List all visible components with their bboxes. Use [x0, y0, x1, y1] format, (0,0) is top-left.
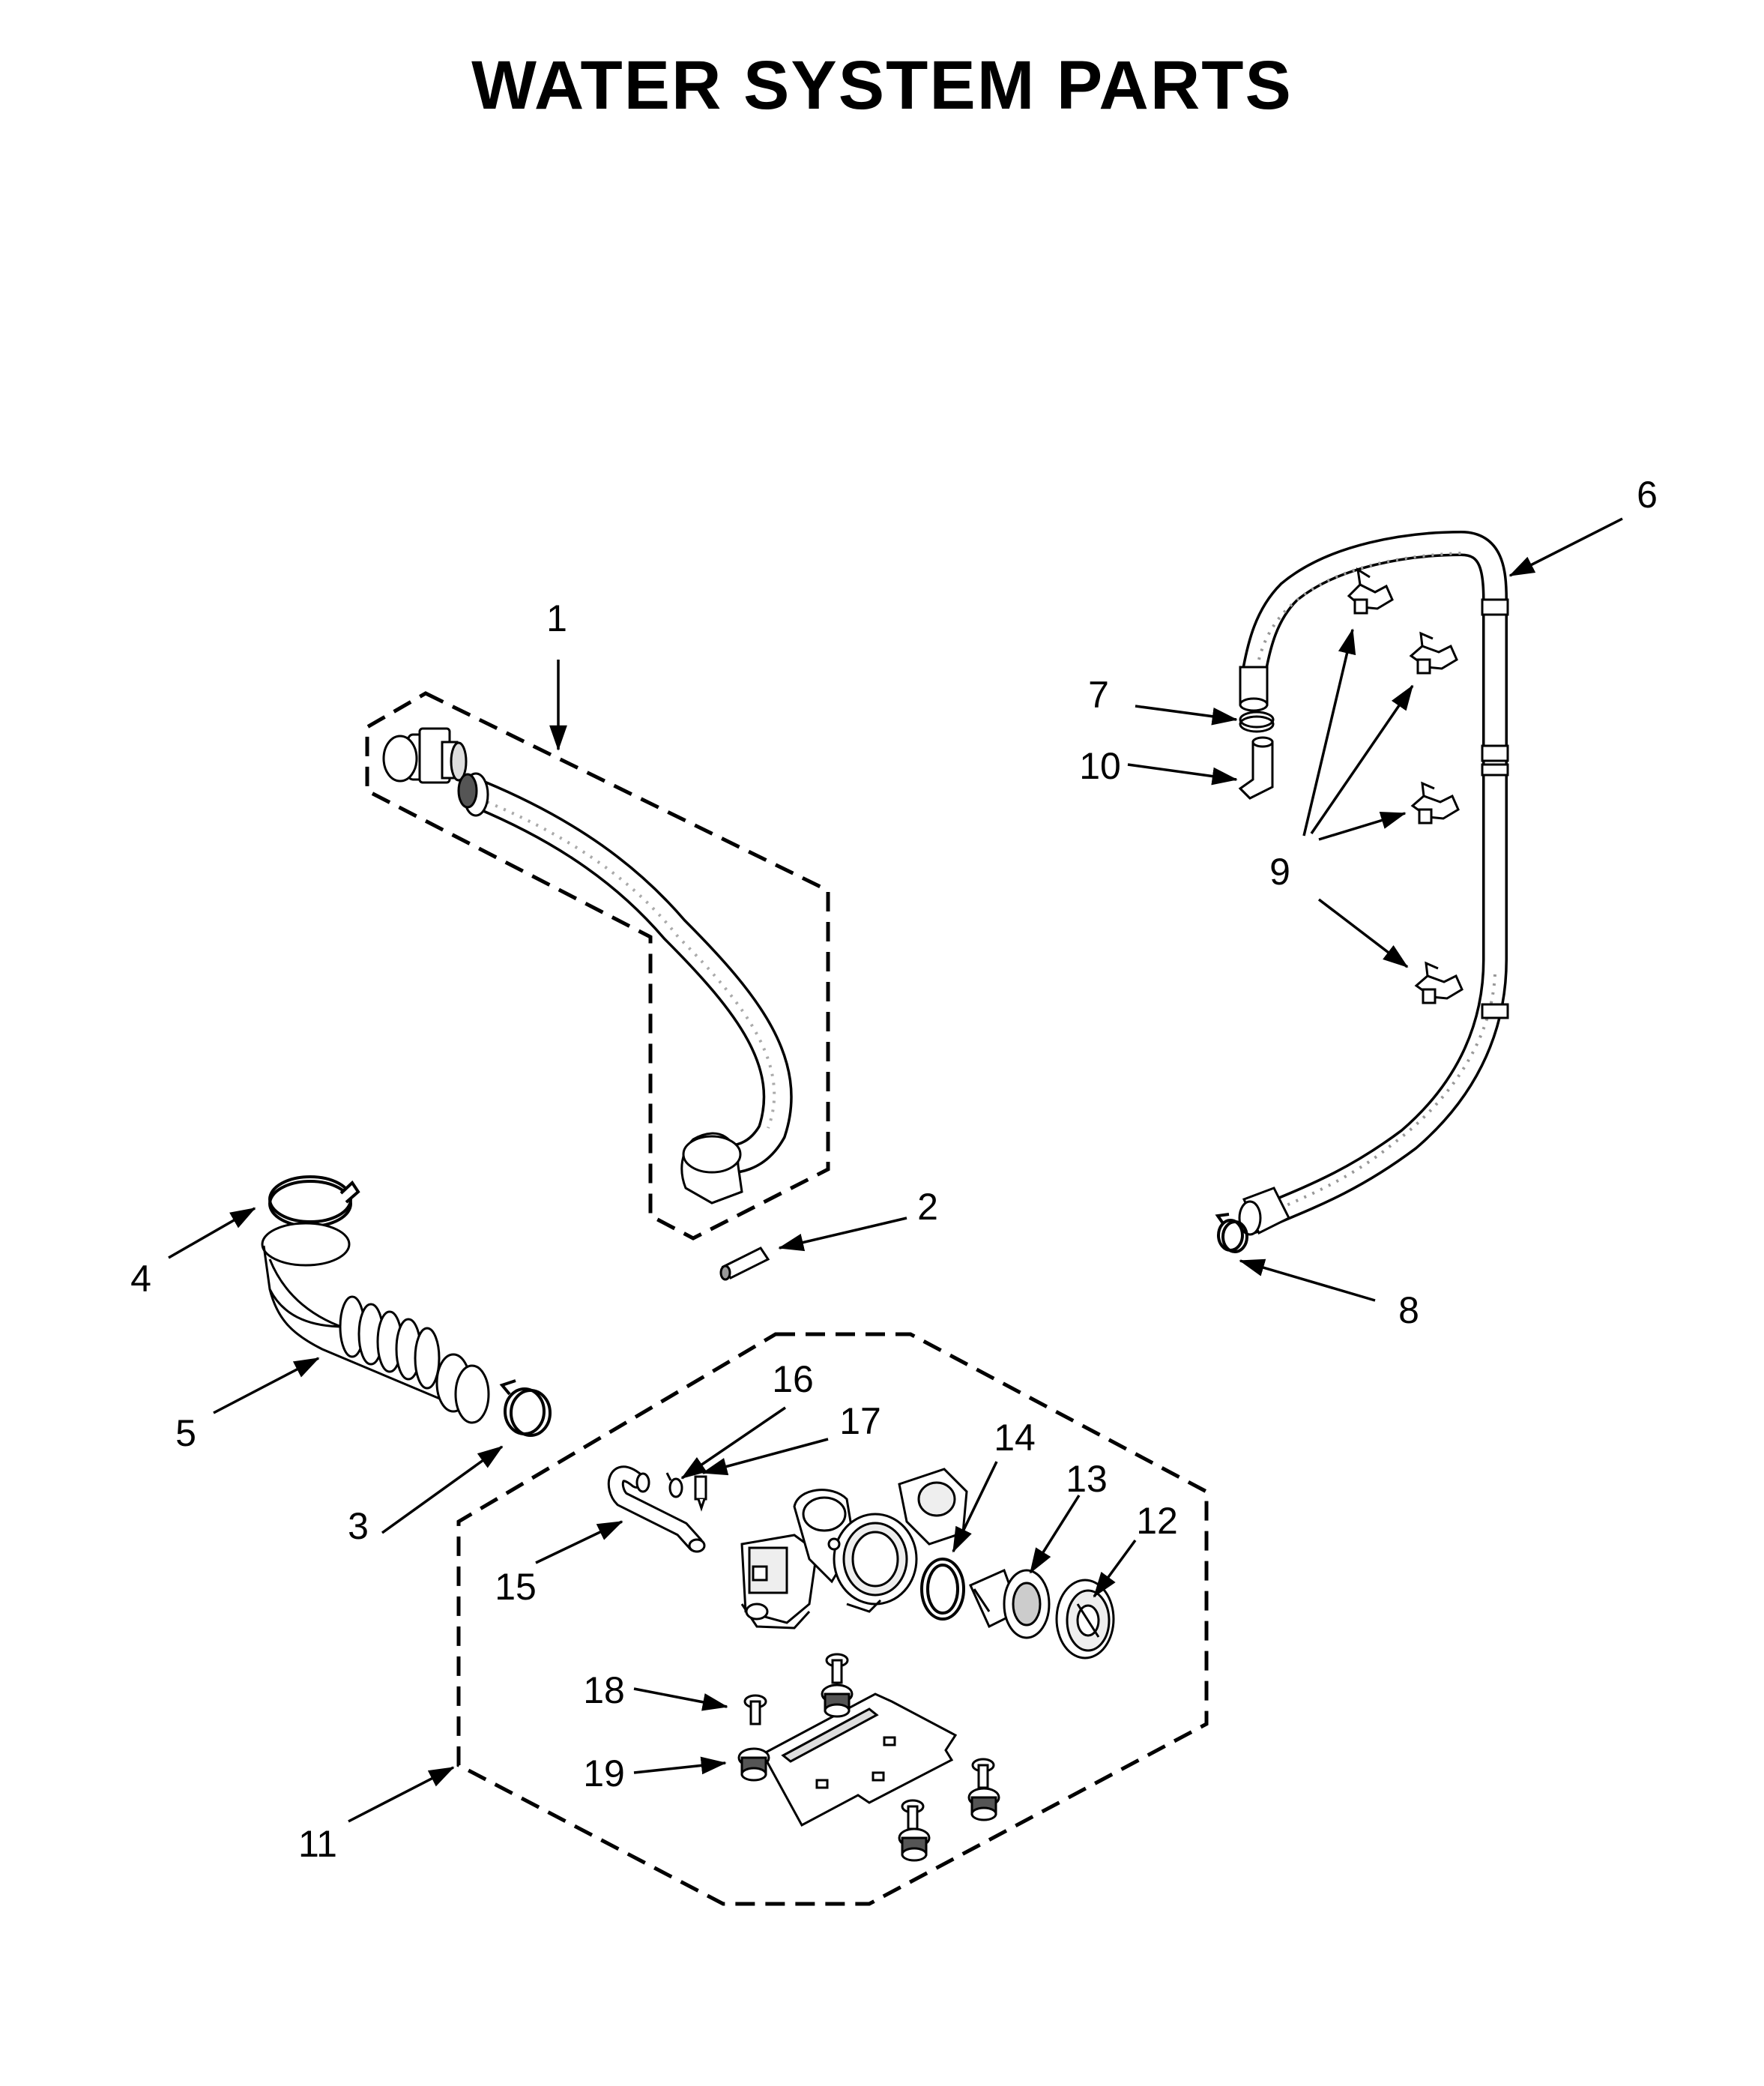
part-19-grommets — [737, 1683, 1000, 1862]
callout-5: 5 — [175, 1412, 196, 1454]
hose-end-clamp — [457, 772, 489, 817]
callout-17: 17 — [839, 1400, 881, 1442]
callout-2: 2 — [917, 1186, 938, 1228]
callout-8: 8 — [1398, 1289, 1419, 1331]
part-6-hose — [1238, 530, 1509, 1236]
arrow-17 — [701, 1438, 829, 1476]
arrow-8 — [1239, 1258, 1376, 1302]
callout-4: 4 — [130, 1258, 151, 1300]
arrow-14 — [952, 1461, 998, 1553]
arrow-16 — [680, 1406, 786, 1480]
fill-hose-upper-end — [1239, 666, 1269, 712]
part-15-small-hose — [607, 1465, 706, 1553]
arrow-9b — [1310, 684, 1414, 834]
arrow-2 — [778, 1217, 907, 1252]
callout-15: 15 — [495, 1566, 537, 1608]
part-4-clamp — [268, 1175, 360, 1228]
callout-19: 19 — [583, 1752, 625, 1794]
callout-18: 18 — [583, 1669, 625, 1711]
arrow-9c — [1318, 812, 1407, 841]
part-10-elbow-fitting — [1238, 736, 1274, 800]
drain-hose-assembly — [365, 691, 830, 1241]
part-8-clamp — [1215, 1213, 1248, 1253]
clip-1 — [1347, 567, 1394, 615]
callout-12: 12 — [1136, 1500, 1178, 1542]
arrow-10 — [1127, 763, 1238, 786]
screw-3 — [971, 1758, 995, 1789]
clip-3 — [1410, 781, 1460, 825]
arrow-11 — [348, 1766, 455, 1823]
group-11-dashed-outline — [456, 1332, 1209, 1906]
callout-13: 13 — [1066, 1458, 1108, 1500]
callout-10: 10 — [1079, 745, 1121, 787]
grommet-3 — [967, 1787, 1000, 1821]
arrow-5 — [213, 1357, 320, 1414]
callout-7: 7 — [1088, 674, 1109, 716]
part-14-o-ring — [920, 1558, 965, 1621]
part-2-pin — [719, 1247, 770, 1281]
part-16-clip — [665, 1472, 683, 1498]
part-17-bracket — [694, 1475, 707, 1512]
clip-4 — [1414, 961, 1464, 1004]
callout-3: 3 — [348, 1505, 369, 1547]
callout-9: 9 — [1269, 851, 1290, 893]
arrow-9d — [1317, 898, 1409, 968]
mounting-bracket — [761, 1692, 958, 1827]
callout-16: 16 — [772, 1358, 814, 1400]
arrow-13 — [1029, 1495, 1081, 1574]
callout-1: 1 — [546, 597, 567, 639]
grommet-2 — [821, 1683, 854, 1718]
arrow-18 — [633, 1687, 728, 1711]
arrow-15 — [535, 1520, 623, 1564]
arrow-3 — [381, 1445, 504, 1534]
fill-hose-lower-end — [1238, 1187, 1291, 1236]
arrow-7 — [1135, 705, 1238, 726]
callout-14: 14 — [994, 1417, 1036, 1459]
part-13-impeller — [969, 1568, 1051, 1639]
callout-6: 6 — [1637, 474, 1658, 516]
part-5-bellows-hose — [261, 1222, 490, 1424]
arrow-12 — [1093, 1539, 1137, 1598]
part-7-clamp — [1239, 711, 1275, 733]
arrow-4 — [168, 1207, 256, 1259]
group-1-dashed-outline — [365, 691, 830, 1241]
screw-1 — [743, 1694, 767, 1725]
part-12-cap — [1055, 1579, 1115, 1660]
grommet-4 — [898, 1827, 931, 1862]
screw-4 — [901, 1799, 925, 1830]
grommet-1 — [737, 1747, 770, 1782]
hose-connector-bracket — [382, 727, 468, 784]
drain-pump-body — [740, 1468, 968, 1630]
arrow-9a — [1302, 628, 1356, 836]
clip-2 — [1409, 631, 1458, 675]
part-9-clips — [1347, 567, 1464, 1004]
pump-assembly — [456, 1332, 1209, 1906]
diagram-title: WATER SYSTEM PARTS — [471, 47, 1293, 124]
callout-11: 11 — [298, 1823, 337, 1865]
arrow-19 — [633, 1756, 727, 1775]
hose-elbow — [680, 1132, 743, 1205]
part-18-screws — [743, 1653, 995, 1830]
screw-2 — [825, 1653, 849, 1684]
arrow-6 — [1508, 517, 1623, 577]
leader-arrows — [168, 517, 1623, 1823]
part-3-spring-clamp — [499, 1379, 552, 1437]
